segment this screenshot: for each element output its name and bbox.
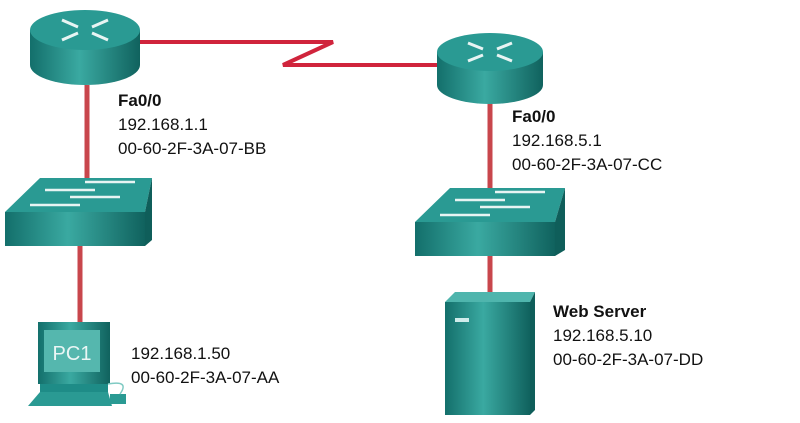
router2-label: Fa0/0 192.168.5.1 00-60-2F-3A-07-CC xyxy=(512,105,662,177)
router2-icon[interactable] xyxy=(437,33,543,104)
router2-mac: 00-60-2F-3A-07-CC xyxy=(512,155,663,174)
server-name: Web Server xyxy=(553,302,647,321)
server-label: Web Server 192.168.5.10 00-60-2F-3A-07-D… xyxy=(553,300,703,372)
pc1-ip: 192.168.1.50 xyxy=(131,344,231,363)
server-mac: 00-60-2F-3A-07-DD xyxy=(553,350,704,369)
pc1-mac: 00-60-2F-3A-07-AA xyxy=(131,368,280,387)
web-server-icon[interactable] xyxy=(445,292,535,415)
pc1-label: 192.168.1.50 00-60-2F-3A-07-AA xyxy=(131,342,279,390)
router1-ip: 192.168.1.1 xyxy=(118,115,208,134)
router1-icon[interactable] xyxy=(30,10,140,85)
router2-interface: Fa0/0 xyxy=(512,107,556,126)
switch2-icon[interactable] xyxy=(415,188,565,256)
server-ip: 192.168.5.10 xyxy=(553,326,653,345)
router1-label: Fa0/0 192.168.1.1 00-60-2F-3A-07-BB xyxy=(118,89,266,161)
serial-link xyxy=(140,40,440,67)
router1-interface: Fa0/0 xyxy=(118,91,162,110)
router2-ip: 192.168.5.1 xyxy=(512,131,602,150)
pc1-screen-label: PC1 xyxy=(53,343,92,365)
pc1-icon[interactable]: PC1 xyxy=(28,322,126,406)
switch1-icon[interactable] xyxy=(5,178,152,246)
router1-mac: 00-60-2F-3A-07-BB xyxy=(118,139,267,158)
